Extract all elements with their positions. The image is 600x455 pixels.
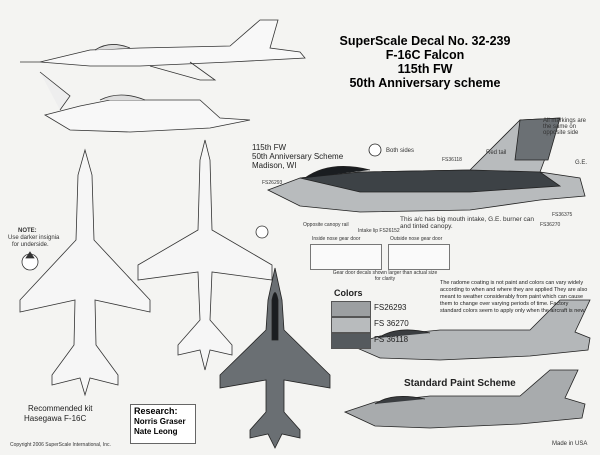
top-view-left: [19, 148, 151, 397]
research-name-2: Nate Leong: [134, 427, 178, 436]
fs36375-label: FS36375: [552, 212, 573, 218]
made-in-label: Made in USA: [552, 441, 588, 447]
standard-scheme-heading: Standard Paint Scheme: [404, 378, 516, 389]
outside-door-decal: [388, 244, 450, 270]
standard-scheme-upper: [348, 299, 591, 361]
inside-door-decal: [310, 244, 382, 270]
color-code: FS26293: [374, 303, 407, 312]
fs26293-label: FS26293: [262, 180, 283, 186]
copyright: Copyright 2006 SuperScale International,…: [10, 442, 111, 448]
note-line-2: Use darker insignia: [8, 235, 60, 241]
intake-lip-label: Intake lip FS26152: [358, 228, 400, 234]
note-line-3: for underside.: [12, 242, 49, 248]
scheme-name: 50th Anniversary scheme: [349, 76, 501, 90]
decal-number: SuperScale Decal No. 32-239: [339, 34, 511, 48]
both-sides-label: Both sides: [386, 148, 415, 154]
red-tail-label: Red tail: [486, 150, 507, 156]
inside-door-label: Inside nose gear door: [312, 236, 361, 242]
side-view-left-lower: [39, 71, 251, 133]
unit-name: 115th FW: [397, 62, 453, 76]
recommended-line1: Recommended kit: [28, 404, 93, 413]
research-name-1: Norris Graser: [134, 417, 186, 426]
caption-location: Madison, WI: [252, 161, 297, 170]
ge-label: G.E.: [575, 160, 588, 166]
aircraft-model: F-16C Falcon: [385, 48, 465, 62]
side-view-main: [267, 117, 586, 213]
color-code: FS 36118: [374, 335, 409, 344]
recommended-kit: Hasegawa F-16C: [24, 414, 87, 423]
research-box: Research: Norris Graser Nate Leong: [130, 404, 196, 444]
fs36270-label: FS36270: [540, 222, 561, 228]
markings-note: All markings are the same on opposite si…: [543, 118, 587, 136]
door-note: Gear door decals shown larger than actua…: [332, 270, 438, 282]
title-block: SuperScale Decal No. 32-239 F-16C Falcon…: [330, 34, 520, 90]
colors-heading: Colors: [334, 288, 363, 298]
top-view-center: [137, 139, 273, 371]
bigmouth-note: This a/c has big mouth intake, G.E. burn…: [400, 216, 535, 230]
caption-unit: 115th FW: [252, 143, 287, 152]
research-heading: Research:: [134, 406, 178, 416]
radome-note: The radome coating is not paint and colo…: [440, 280, 588, 314]
caption-scheme: 50th Anniversary Scheme: [252, 152, 344, 161]
fs36118-label: FS36118: [442, 157, 462, 163]
color-swatch: [331, 301, 371, 317]
canopy-rail-label: Opposite canopy rail: [303, 222, 349, 228]
color-swatch: [331, 333, 371, 349]
color-code: FS 36270: [374, 319, 409, 328]
side-view-top-left: [20, 19, 306, 81]
standard-scheme-lower: [343, 369, 586, 429]
outside-door-label: Outside nose gear door: [390, 236, 443, 242]
top-view-dark: [219, 267, 331, 449]
color-swatch: [331, 317, 371, 333]
note-heading: NOTE:: [18, 228, 37, 234]
